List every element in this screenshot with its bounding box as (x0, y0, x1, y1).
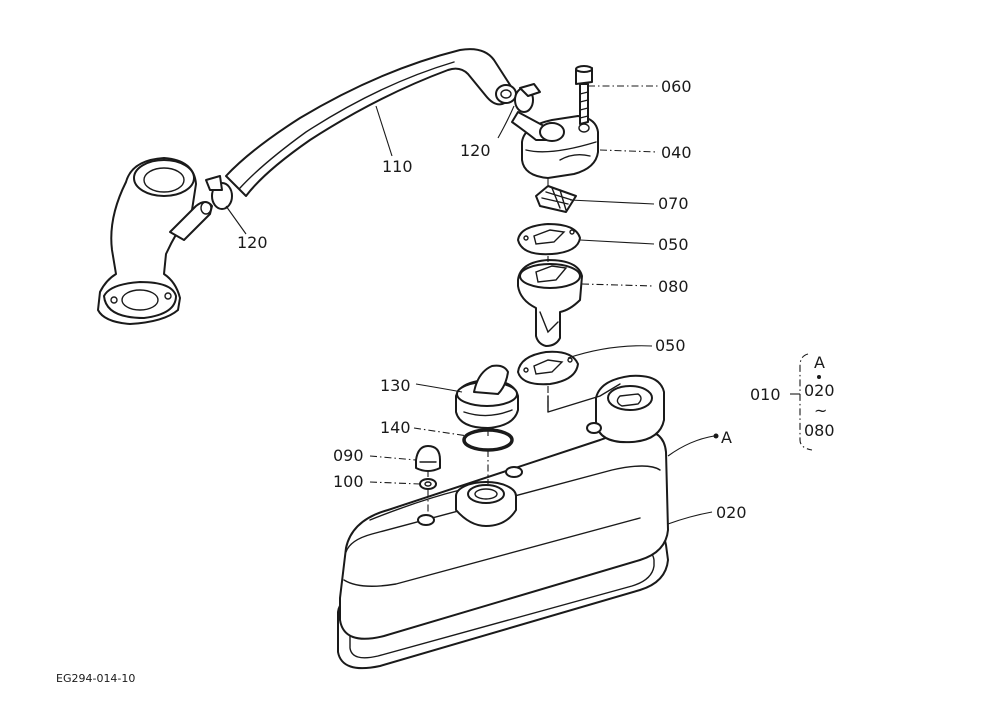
callout-050-upper: 050 (658, 235, 689, 254)
head-cover (339, 374, 669, 640)
callout-120-upper: 120 (460, 141, 491, 160)
callout-130: 130 (380, 376, 411, 395)
callout-010: 010 (750, 385, 781, 404)
callout-020: 020 (716, 503, 747, 522)
callout-080: 080 (658, 277, 689, 296)
breather-hose-110 (225, 48, 517, 197)
callout-050-lower: 050 (655, 336, 686, 355)
assembly-note-tilde: ~ (814, 401, 827, 420)
assembly-dot (817, 375, 821, 379)
callout-110: 110 (382, 157, 413, 176)
bolt-060 (575, 65, 593, 125)
callout-140: 140 (380, 418, 411, 437)
callout-060: 060 (661, 77, 692, 96)
assembly-note-bottom: 080 (804, 421, 835, 440)
assembly-note: A 020 ~ 080 (804, 353, 835, 440)
callout-a: A (721, 428, 732, 447)
breather-body-080 (517, 259, 583, 347)
callout-070: 070 (658, 194, 689, 213)
leader-lines (225, 85, 813, 525)
cap-nut-090 (415, 445, 441, 472)
assembly-note-top: A (814, 353, 825, 372)
drawing-code: EG294-014-10 (56, 672, 135, 685)
callout-labels: 060 040 070 050 080 050 010 020 110 120 … (237, 77, 781, 522)
oil-filler-cap-130 (455, 364, 519, 429)
intake-pipe (97, 157, 213, 325)
callout-100: 100 (333, 472, 364, 491)
callout-090: 090 (333, 446, 364, 465)
washer-100 (419, 478, 437, 490)
assembly-note-mid: 020 (804, 381, 835, 400)
filter-element-070 (535, 185, 577, 213)
hose-clamp-120-upper (514, 83, 541, 113)
gasket-050-upper (517, 223, 581, 256)
breather-cover-040 (511, 111, 599, 179)
gasket-050-lower (517, 350, 579, 386)
callout-040: 040 (661, 143, 692, 162)
hose-clamp-120-lower (205, 175, 233, 210)
callout-120-lower: 120 (237, 233, 268, 252)
